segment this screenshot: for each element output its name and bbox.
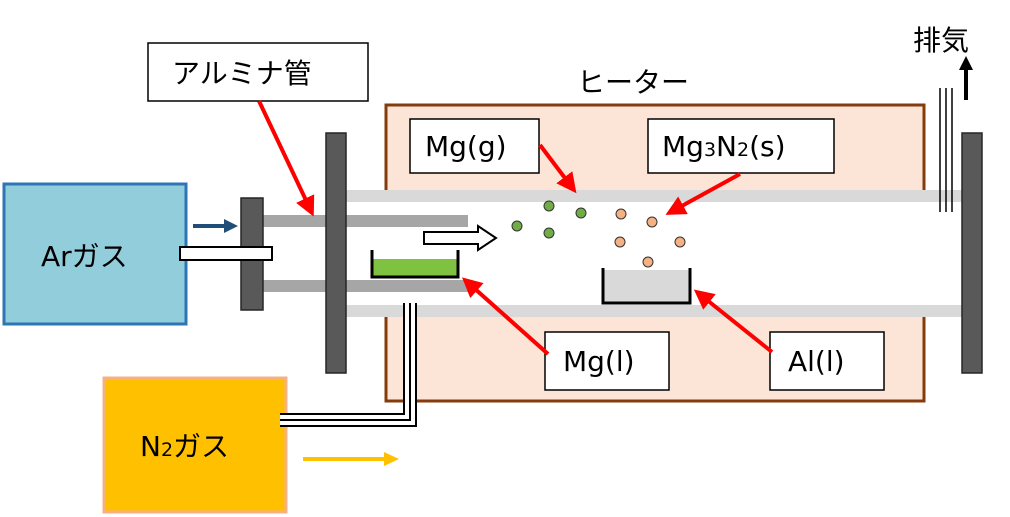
n2-gas-box	[102, 376, 288, 514]
alumina-tube-label: アルミナ管	[172, 57, 312, 90]
mg-gas-label: Mg(g)	[425, 130, 507, 163]
mg-gas-particle	[543, 227, 555, 239]
mg3n2-particle	[642, 256, 654, 268]
al-liquid-boat	[601, 268, 692, 305]
al-liquid-label: Al(l)	[788, 345, 845, 378]
mg3n2-pointer	[665, 172, 741, 215]
mg-liquid-label: Mg(l)	[563, 345, 635, 378]
right-flange	[961, 132, 983, 374]
n2-gas-label: N2ガス	[140, 430, 229, 463]
mg-gas-particle	[575, 207, 587, 219]
al-liquid-label-box	[769, 331, 885, 391]
alumina-tube-pointer	[257, 100, 315, 217]
mg3n2-label: Mg3N2(s)	[662, 130, 786, 163]
mg-gas-particle	[511, 220, 523, 232]
n2-flow-arrowhead	[384, 452, 399, 466]
mg3n2-particle	[646, 216, 658, 228]
left-flange	[325, 132, 347, 374]
mg-gas-particles	[511, 200, 587, 239]
al-liquid-fill	[603, 270, 689, 303]
mg3n2-particles	[614, 208, 686, 268]
exhaust-arrowhead	[959, 56, 973, 70]
mg-liquid-pointer	[462, 277, 550, 356]
gas-flow-hollow-arrow	[423, 224, 498, 252]
mg-liquid-label-box	[544, 331, 670, 391]
alumina-tube-label-box	[147, 42, 369, 102]
mg-gas-particle	[543, 200, 555, 212]
mg-gas-label-box	[409, 118, 540, 174]
mg-liquid-fill	[372, 259, 458, 277]
exhaust-label: 排気	[913, 24, 969, 57]
furnace-tube-top-wall	[346, 190, 962, 202]
al-liquid-pointer	[693, 289, 774, 354]
mg3n2-particle	[615, 208, 627, 220]
mg3n2-particle	[614, 236, 626, 248]
alumina-tube-top-wall	[262, 215, 468, 227]
furnace-tube-bottom-wall	[346, 305, 962, 317]
heater-label: ヒーター	[577, 66, 689, 99]
mg-liquid-boat	[370, 250, 460, 279]
n2-pipe-divider	[280, 300, 411, 421]
mg3n2-particle	[674, 236, 686, 248]
mg3n2-label-box	[647, 118, 835, 174]
mg-gas-pointer	[538, 143, 577, 194]
ar-gas-label: Arガス	[41, 240, 128, 273]
ar-flow-arrowhead	[224, 219, 238, 233]
ar-inlet-pipe	[179, 246, 273, 261]
alumina-tube-bottom-wall	[262, 280, 468, 292]
